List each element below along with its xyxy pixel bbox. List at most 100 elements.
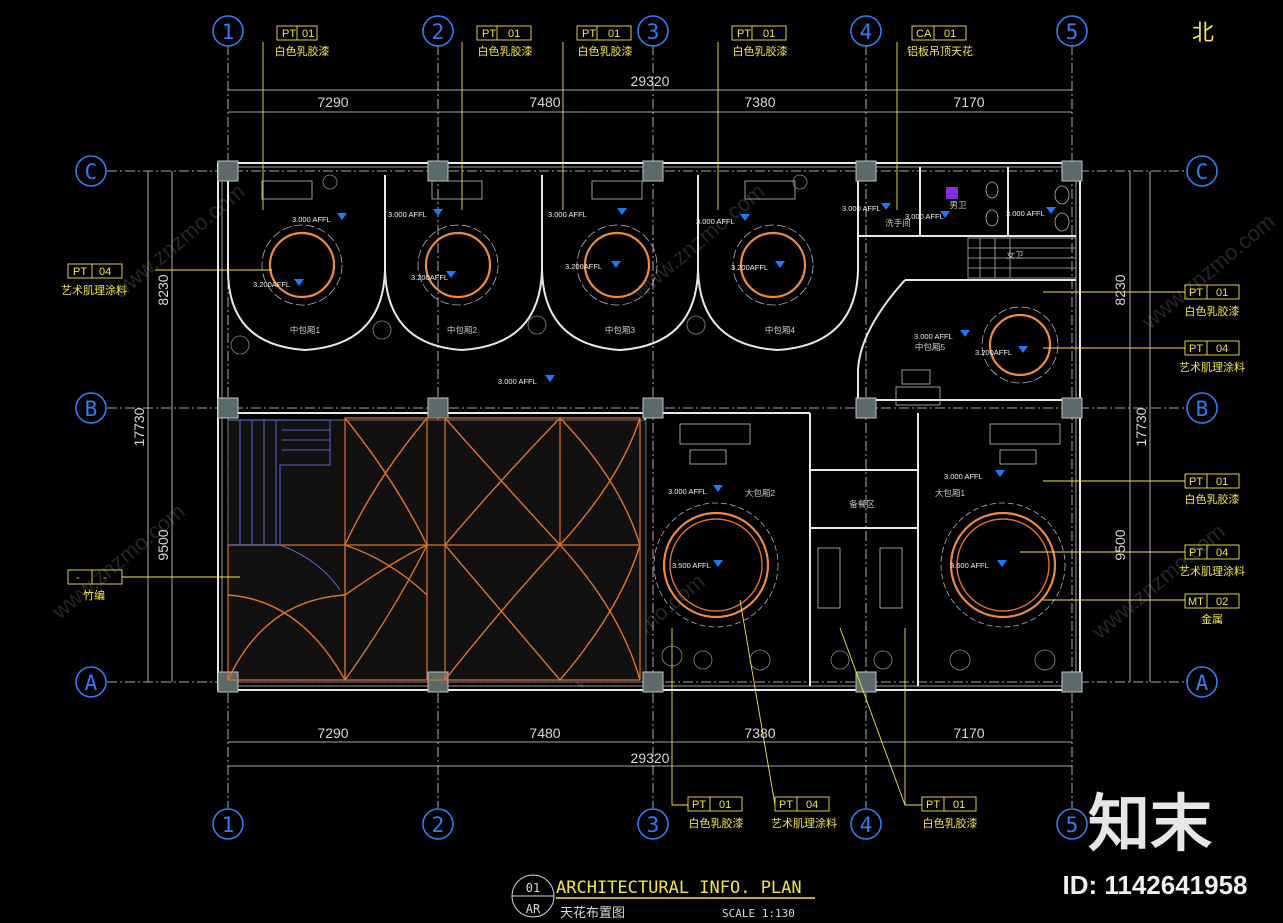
elevation-marks: 3.000 AFFL 3.200AFFL 3.000 AFFL 3.200AFF…	[253, 203, 1056, 570]
room-label-large2: 大包厢2	[745, 488, 776, 498]
grid-bubble-3-bottom: 3	[647, 813, 660, 837]
dim-top-span-4: 7170	[953, 94, 984, 110]
tag-top-1-code: PT	[282, 28, 296, 40]
round-tables-medium	[261, 224, 1059, 384]
grid-bubble-b-left: B	[85, 397, 98, 421]
tag-right-2-num: 04	[1216, 343, 1228, 355]
tag-leaders	[122, 42, 1185, 806]
grid-bubble-4-bottom: 4	[860, 813, 873, 837]
title-main: ARCHITECTURAL INFO. PLAN	[556, 878, 802, 898]
tag-bottom-2-label: 艺术肌理涂料	[771, 816, 837, 830]
material-tags-left: PT 04 艺术肌理涂料 - - 竹编	[61, 263, 127, 602]
material-tags-bottom: PT 01 白色乳胶漆 PT 04 艺术肌理涂料 PT 01 白色乳胶漆	[687, 796, 978, 830]
elev-large1-table: 3.600 AFFL	[950, 561, 989, 570]
dim-bottom-span-1: 7290	[317, 725, 348, 741]
tag-top-2-num: 01	[508, 28, 520, 40]
elev-womens: 3.000 AFFL	[1006, 209, 1045, 218]
grid-bubble-2-top: 2	[432, 20, 445, 44]
dimensions-top: 29320 7290 7480 7380 7170	[228, 73, 1072, 113]
dim-left-span-1: 8230	[155, 274, 171, 305]
tag-bottom-3-label: 白色乳胶漆	[923, 816, 978, 830]
room-label-5: 中包厢5	[915, 342, 946, 352]
tag-top-5-label: 铝板吊顶天花	[907, 44, 973, 58]
sofas	[261, 180, 1061, 609]
tag-bottom-1-num: 01	[719, 799, 731, 811]
title-sheet: AR	[526, 902, 541, 916]
room-label-pantry: 备餐区	[849, 499, 875, 509]
tag-right-1-num: 01	[1216, 287, 1228, 299]
dim-top-span-3: 7380	[744, 94, 775, 110]
tag-top-5-num: 01	[944, 28, 956, 40]
dim-top-total: 29320	[631, 73, 670, 89]
tag-right-5-code: MT	[1188, 596, 1204, 608]
tag-top-5-code: CA	[916, 28, 932, 40]
dimensions-bottom: 7290 7480 7380 7170 29320	[228, 725, 1072, 767]
tag-left-1-num: 04	[99, 266, 111, 278]
elev-washroom: 3.000 AFFL	[842, 204, 881, 213]
grid-bubble-3-top: 3	[647, 20, 660, 44]
dim-bottom-total: 29320	[631, 750, 670, 766]
grid-bubble-1-top: 1	[222, 20, 235, 44]
title-number: 01	[526, 881, 540, 895]
tag-right-2-label: 艺术肌理涂料	[1179, 360, 1245, 374]
room-label-3: 中包厢3	[605, 325, 636, 335]
tag-right-4-label: 艺术肌理涂料	[1179, 564, 1245, 578]
tag-right-5-num: 02	[1216, 596, 1228, 608]
grid-bubbles: 1 2 3 4 5 1 2 3 4 5 C B A C B A	[75, 15, 1218, 840]
structural-columns	[217, 160, 1083, 693]
elev-corridor: 3.000 AFFL	[498, 377, 537, 386]
elev-large1: 3.000 AFFL	[944, 472, 983, 481]
tag-top-3-num: 01	[608, 28, 620, 40]
room-label-mens: 男卫	[949, 200, 967, 210]
tag-right-3-code: PT	[1189, 476, 1203, 488]
restroom-fixtures	[946, 181, 1077, 279]
private-room-arches	[227, 175, 859, 352]
title-scale: SCALE 1:130	[722, 907, 795, 920]
dim-left-span-2: 9500	[155, 529, 171, 560]
grid-bubble-5-top: 5	[1066, 20, 1079, 44]
elev-large2-table: 3.500 AFFL	[672, 561, 711, 570]
dim-bottom-span-3: 7380	[744, 725, 775, 741]
tag-left-1-code: PT	[73, 266, 87, 278]
grid-bubble-2-bottom: 2	[432, 813, 445, 837]
elev-room4-table: 3.200AFFL	[731, 263, 768, 272]
elev-room3-table: 3.200AFFL	[565, 262, 602, 271]
dim-right-span-1: 8230	[1112, 274, 1128, 305]
tag-bottom-1-label: 白色乳胶漆	[689, 816, 744, 830]
tag-top-2-label: 白色乳胶漆	[478, 44, 533, 58]
room-label-4: 中包厢4	[765, 325, 796, 335]
room-labels: 中包厢1 中包厢2 中包厢3 中包厢4 中包厢5 大包厢2 大包厢1 备餐区 女…	[290, 200, 1024, 509]
tag-bottom-2-code: PT	[779, 799, 793, 811]
dim-right-span-2: 9500	[1112, 529, 1128, 560]
dim-top-span-2: 7480	[529, 94, 560, 110]
building-walls	[217, 162, 1081, 691]
lattice-ceiling	[227, 416, 641, 682]
tag-right-3-label: 白色乳胶漆	[1185, 492, 1240, 506]
title-subtitle: 天花布置图	[560, 905, 625, 920]
tag-bottom-3-code: PT	[926, 799, 940, 811]
room-label-1: 中包厢1	[290, 325, 321, 335]
elev-room1: 3.000 AFFL	[292, 215, 331, 224]
room-label-large1: 大包厢1	[935, 488, 966, 498]
room-label-washroom: 洗手间	[885, 218, 911, 228]
dimensions-left: 17730 8230 9500	[131, 171, 173, 682]
tag-right-4-code: PT	[1189, 547, 1203, 559]
dim-right-total: 17730	[1133, 407, 1149, 446]
tag-top-1-label: 白色乳胶漆	[275, 44, 330, 58]
tag-top-4-num: 01	[763, 28, 775, 40]
tag-left-1-label: 艺术肌理涂料	[61, 283, 127, 297]
elev-room5-table: 3.200AFFL	[975, 348, 1012, 357]
tag-right-1-label: 白色乳胶漆	[1185, 304, 1240, 318]
tag-bottom-2-num: 04	[806, 799, 818, 811]
tag-left-2-label: 竹编	[83, 588, 105, 602]
grid-bubble-a-left: A	[85, 671, 98, 695]
tag-top-1-num: 01	[302, 28, 314, 40]
dim-left-total: 17730	[131, 407, 147, 446]
dim-top-span-1: 7290	[317, 94, 348, 110]
watermark-brand: 知末	[1088, 790, 1212, 859]
grid-bubble-1-bottom: 1	[222, 813, 235, 837]
tag-bottom-1-code: PT	[692, 799, 706, 811]
tag-right-1-code: PT	[1189, 287, 1203, 299]
tag-top-2-code: PT	[482, 28, 496, 40]
grid-bubble-b-right: B	[1196, 397, 1209, 421]
